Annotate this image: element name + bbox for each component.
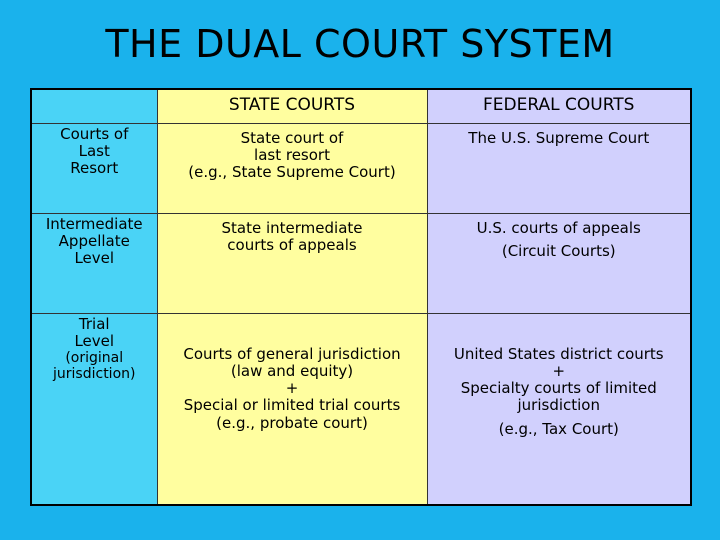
row-label-line: (original <box>65 350 124 366</box>
corner-cell <box>30 88 158 124</box>
cell-line: Specialty courts of limited <box>460 379 657 397</box>
table-header-row: STATE COURTS FEDERAL COURTS <box>30 88 692 124</box>
page-title: THE DUAL COURT SYSTEM <box>105 22 615 66</box>
table-row-intermediate: Intermediate Appellate Level State inter… <box>30 212 692 314</box>
cell-line: courts of appeals <box>227 235 357 254</box>
cell-line: (Circuit Courts) <box>501 241 616 260</box>
federal-trial-cell: United States district courts + Specialt… <box>426 312 692 506</box>
cell-line: (e.g., State Supreme Court) <box>188 163 396 181</box>
row-label-trial: Trial Level (original jurisdiction) <box>30 312 158 506</box>
row-label-line: Appellate <box>58 231 130 250</box>
cell-line: State intermediate <box>221 218 363 237</box>
row-label-line: Last <box>78 141 110 160</box>
row-label-last-resort: Courts of Last Resort <box>30 122 158 214</box>
table-row-trial: Trial Level (original jurisdiction) Cour… <box>30 312 692 506</box>
cell-line: U.S. courts of appeals <box>476 218 641 237</box>
row-label-intermediate: Intermediate Appellate Level <box>30 212 158 314</box>
state-trial-cell: Courts of general jurisdiction (law and … <box>156 312 428 506</box>
row-label-line: Level <box>74 331 115 350</box>
state-courts-header: STATE COURTS <box>156 88 428 124</box>
cell-line: The U.S. Supreme Court <box>468 128 650 147</box>
cell-line: Courts of general jurisdiction <box>183 344 401 363</box>
row-label-line: Trial <box>78 314 110 333</box>
cell-line: State court of <box>240 128 344 147</box>
cell-line: + <box>552 361 566 380</box>
row-label-line: Resort <box>70 159 119 177</box>
court-comparison-table: STATE COURTS FEDERAL COURTS Courts of La… <box>30 88 692 506</box>
cell-line: + <box>285 379 299 397</box>
cell-line: jurisdiction <box>517 396 601 415</box>
federal-courts-header: FEDERAL COURTS <box>426 88 692 124</box>
cell-line: (e.g., probate court) <box>216 413 368 432</box>
cell-line: Special or limited trial courts <box>183 396 401 415</box>
state-intermediate-cell: State intermediate courts of appeals <box>156 212 428 314</box>
table-row-last-resort: Courts of Last Resort State court of las… <box>30 122 692 214</box>
row-label-line: Intermediate <box>45 214 143 233</box>
row-label-line: jurisdiction) <box>53 366 136 383</box>
federal-intermediate-cell: U.S. courts of appeals (Circuit Courts) <box>426 212 692 314</box>
cell-line: last resort <box>254 145 330 164</box>
state-last-resort-cell: State court of last resort (e.g., State … <box>156 122 428 214</box>
cell-line: (e.g., Tax Court) <box>498 419 619 438</box>
cell-line: United States district courts <box>453 344 664 363</box>
federal-last-resort-cell: The U.S. Supreme Court <box>426 122 692 214</box>
row-label-line: Courts of <box>60 124 129 143</box>
row-label-line: Level <box>74 249 115 267</box>
cell-line: (law and equity) <box>230 361 354 380</box>
